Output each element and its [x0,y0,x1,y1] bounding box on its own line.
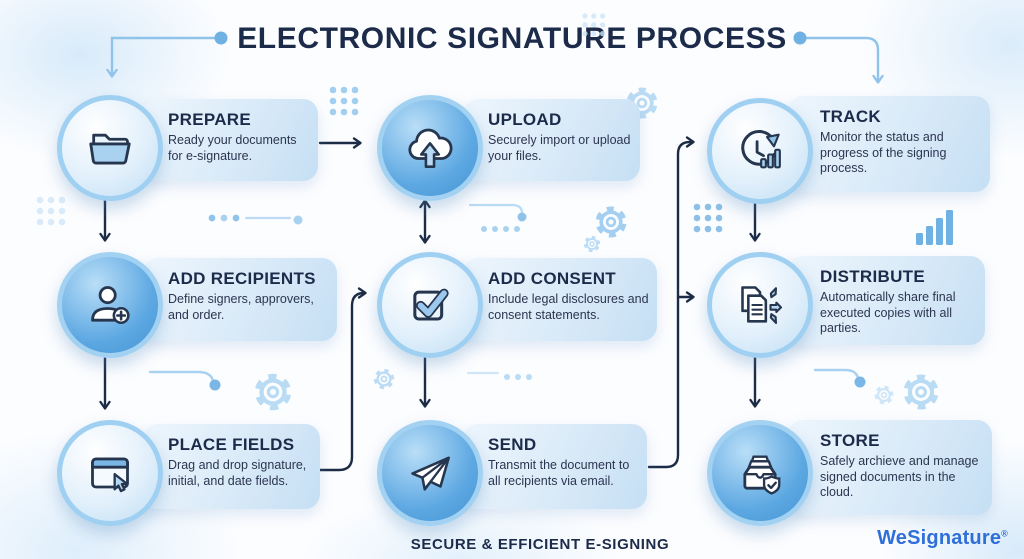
step-title: STORE [820,431,880,450]
step-circle [57,252,163,358]
step-circle [707,420,813,526]
registered-mark: ® [1001,528,1008,539]
step-card: UPLOAD Securely import or upload your fi… [463,99,640,181]
step-circle [377,420,483,526]
step-title: TRACK [820,107,881,126]
dotted-line-decoration [466,371,532,380]
bar-chart-decoration [916,210,953,245]
dots-pattern [329,86,359,116]
step-circle [707,252,813,358]
step-card: PLACE FIELDS Drag and drop signature, in… [143,424,320,509]
step-card: TRACK Monitor the status and progress of… [788,96,990,192]
user-plus-icon [91,286,130,325]
step-circle [377,252,483,358]
step-send: SEND Transmit the document to all recipi… [377,420,647,526]
step-description: Monitor the status and progress of the s… [820,130,947,175]
brand-logo: WeSignature® [877,527,1008,550]
step-store: STORE Safely archieve and manage signed … [707,420,992,526]
step-description: Automatically share final executed copie… [820,290,956,335]
brand-name: WeSignature [877,527,1002,549]
gear-icon [597,208,624,235]
step-card: PREPARE Ready your documents for e-signa… [143,99,318,181]
step-description: Transmit the document to all recipients … [488,458,630,488]
step-title: ADD RECIPIENTS [168,269,316,288]
step-upload: UPLOAD Securely import or upload your fi… [377,95,640,201]
step-add-recipients: ADD RECIPIENTS Define signers, approvers… [57,252,337,358]
step-prepare: PREPARE Ready your documents for e-signa… [57,95,318,201]
step-title: ADD CONSENT [488,269,616,288]
step-place-fields: PLACE FIELDS Drag and drop signature, in… [57,420,320,526]
gear-icon [257,376,290,409]
checkbox-check-icon [413,288,449,321]
step-title: SEND [488,435,537,454]
step-title: UPLOAD [488,110,562,129]
step-circle [377,95,483,201]
step-description: Safely archieve and manage signed docume… [820,454,979,499]
page-title: ELECTRONIC SIGNATURE PROCESS [237,22,787,55]
step-add-consent: ADD CONSENT Include legal disclosures an… [377,252,657,358]
paper-plane-icon [411,456,450,491]
step-description: Ready your documents for e-signature. [168,133,297,163]
dots-pattern [693,203,723,233]
step-card: ADD RECIPIENTS Define signers, approvers… [143,258,337,341]
step-circle [57,420,163,526]
step-circle [707,98,813,204]
gear-icon [874,385,894,405]
step-circle [57,95,163,201]
step-description: Drag and drop signature, initial, and da… [168,458,307,488]
step-track: TRACK Monitor the status and progress of… [707,96,990,204]
line-dot-decoration [813,368,866,388]
dotted-line-decoration [468,203,527,232]
window-cursor-icon [91,457,129,493]
gear-icon [373,368,394,389]
line-dot-decoration [148,370,221,391]
folder-icon [89,133,131,165]
archive-shield-icon [743,455,781,495]
clock-progress-icon [741,130,781,169]
step-distribute: DISTRIBUTE Automatically share final exe… [707,252,985,358]
step-card: SEND Transmit the document to all recipi… [463,424,647,509]
documents-share-icon [741,286,783,325]
cloud-upload-icon [408,128,453,168]
step-title: PREPARE [168,110,252,129]
step-card: STORE Safely archieve and manage signed … [788,420,992,515]
gear-icon [581,233,603,255]
step-card: DISTRIBUTE Automatically share final exe… [788,256,985,345]
step-description: Securely import or upload your files. [488,133,631,163]
dots-pattern [36,196,66,226]
step-title: PLACE FIELDS [168,435,295,454]
dotted-line-decoration [208,214,303,225]
footer-tagline: SECURE & EFFICIENT E-SIGNING [410,536,670,553]
step-title: DISTRIBUTE [820,267,925,286]
step-description: Define signers, approvers, and order. [168,292,314,322]
step-card: ADD CONSENT Include legal disclosures an… [463,258,657,341]
step-description: Include legal disclosures and consent st… [488,292,649,322]
gear-icon [905,376,937,408]
